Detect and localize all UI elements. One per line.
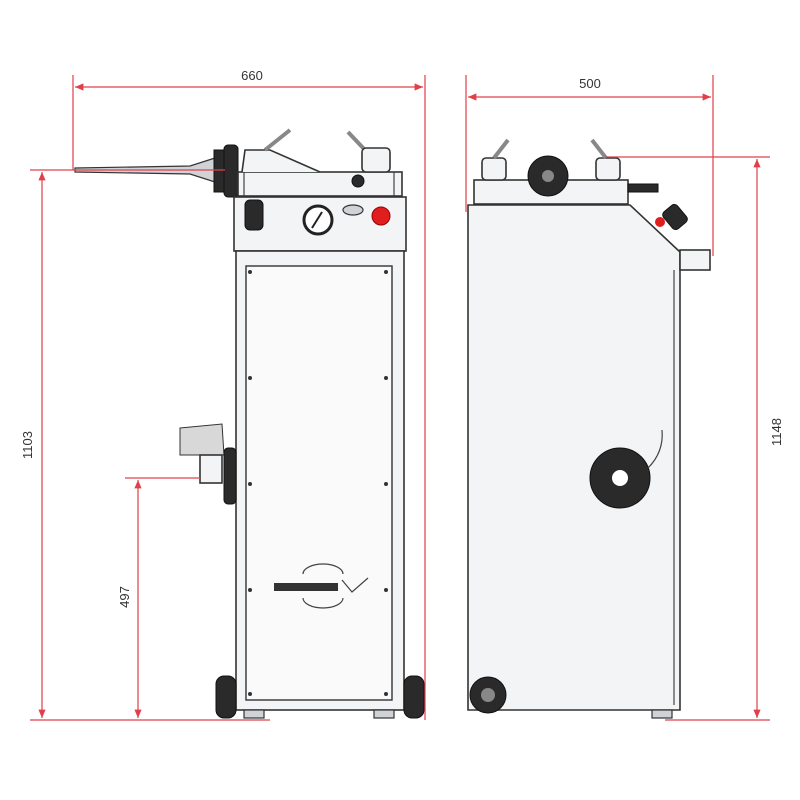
top-plate	[237, 171, 403, 197]
dimension-lines	[30, 75, 770, 721]
wheel-right	[403, 675, 425, 719]
side-view	[467, 138, 711, 719]
valve-knob[interactable]	[244, 199, 264, 231]
foot-pedal[interactable]	[179, 423, 237, 505]
dim-front-width: 660	[241, 68, 263, 83]
wheel-left	[215, 675, 237, 719]
side-cabinet	[467, 204, 681, 711]
front-door	[245, 265, 393, 701]
regulator-icon[interactable]	[342, 204, 364, 216]
dim-side-depth: 500	[579, 76, 601, 91]
clamp-jaw	[241, 149, 321, 173]
arm-tool	[74, 144, 239, 198]
dim-pedal-height: 497	[117, 586, 132, 608]
front-view	[74, 128, 425, 719]
emergency-stop-button[interactable]	[371, 206, 391, 226]
brand-logo	[274, 563, 369, 609]
dim-front-height: 1103	[20, 431, 35, 459]
dim-side-height: 1148	[769, 418, 784, 446]
